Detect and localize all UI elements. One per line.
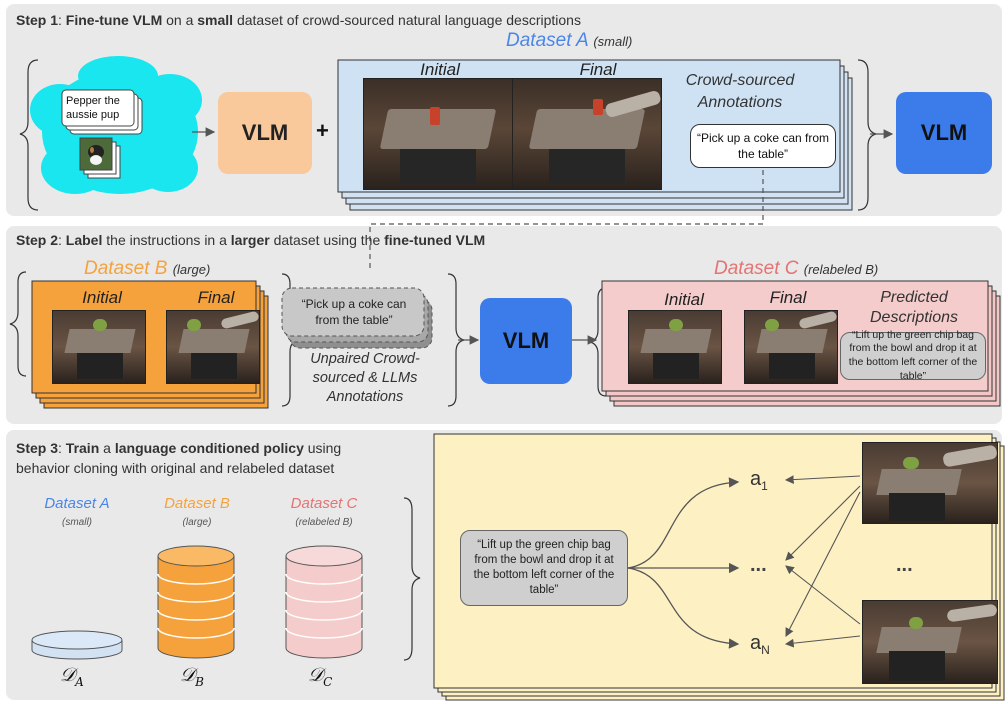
b-initial-header: Initial	[82, 288, 122, 307]
b-initial-frame-image	[52, 310, 146, 384]
b-final-header: Final	[197, 288, 235, 307]
b-final-frame-image	[166, 310, 260, 384]
finetuned-vlm-box: VLM	[896, 92, 992, 174]
policy-first-frame-image	[862, 442, 998, 524]
action-last: aN	[750, 632, 770, 657]
unpaired-caption: Unpaired Crowd-sourced & LLMs Annotation…	[310, 351, 420, 406]
vlm-label: VLM	[241, 120, 289, 145]
final-header: Final	[579, 60, 617, 79]
cylinder-dataset-a	[31, 630, 123, 660]
step2-left-brace	[9, 271, 27, 377]
initial-header: Initial	[420, 60, 460, 79]
predicted-descriptions-label: Predicted Descriptions	[869, 289, 959, 327]
labeling-vlm-box: VLM	[480, 298, 572, 384]
step2-title: Step 2: Label the instructions in a larg…	[16, 232, 486, 248]
step1-title: Step 1: Fine-tune VLM on a small dataset…	[16, 12, 581, 28]
vlm-label: VLM	[502, 328, 550, 353]
dataset-c-label: Dataset C (relabeled B)	[714, 258, 879, 279]
step1-right-brace	[857, 59, 877, 211]
predicted-description-bubble: “Lift up the green chip bag from the bow…	[840, 329, 986, 382]
unpaired-annotation-bubble: “Pick up a coke can from the table”	[301, 296, 407, 327]
c-initial-header: Initial	[664, 290, 704, 309]
final-frame-image	[512, 78, 662, 190]
policy-instruction-bubble: “Lift up the green chip bag from the bow…	[460, 530, 628, 606]
pretrained-vlm-box: VLM	[218, 92, 312, 174]
dataset-b-label: Dataset B (large)	[84, 258, 211, 279]
step3-dataset-a-label: Dataset A(small)	[44, 495, 110, 528]
policy-last-frame-image	[862, 600, 998, 684]
frames-ellipsis: ...	[896, 554, 913, 576]
dashed-connector	[369, 170, 764, 272]
action-middle-ellipsis: ...	[750, 554, 767, 576]
c-final-header: Final	[769, 288, 807, 307]
symbol-d-b: 𝒟B	[180, 664, 204, 689]
dataset-a-label: Dataset A (small)	[506, 30, 633, 51]
step3-title: Step 3: Train a language conditioned pol…	[16, 440, 342, 477]
symbol-d-c: 𝒟C	[308, 664, 333, 689]
step3-dataset-c-label: Dataset C(relabeled B)	[290, 495, 358, 528]
c-initial-frame-image	[628, 310, 722, 384]
cylinder-dataset-b	[157, 545, 235, 659]
c-final-frame-image	[744, 310, 838, 384]
cylinder-dataset-c	[285, 545, 363, 659]
annotation-bubble: “Pick up a coke can from the table”	[690, 124, 836, 168]
vlm-label: VLM	[920, 120, 968, 145]
initial-frame-image	[363, 78, 513, 190]
step1-left-brace	[19, 59, 39, 211]
plus-sign: +	[316, 118, 329, 143]
symbol-d-a: 𝒟A	[60, 664, 84, 689]
crowd-annotations-label: Crowd-sourced Annotations	[685, 72, 795, 111]
step3-dataset-b-label: Dataset B(large)	[164, 495, 230, 528]
action-first: a1	[750, 468, 768, 493]
step3-brace	[403, 497, 421, 661]
pretrain-caption: Pepper the aussie pup	[66, 95, 120, 122]
